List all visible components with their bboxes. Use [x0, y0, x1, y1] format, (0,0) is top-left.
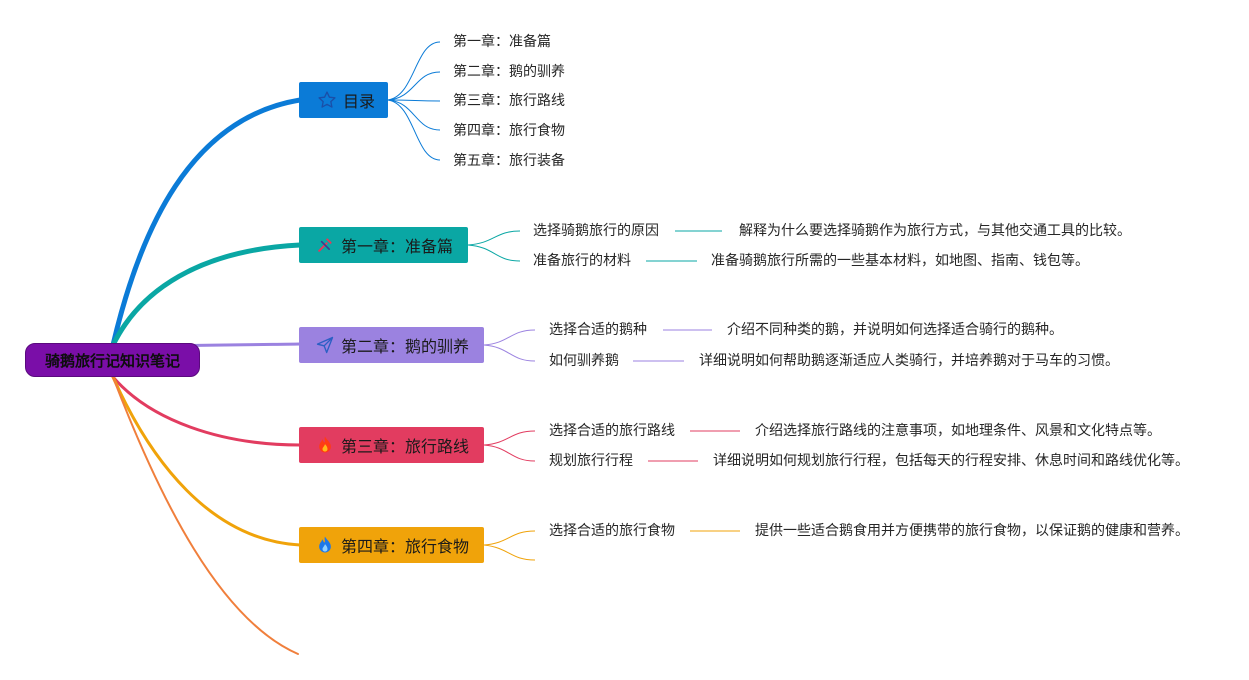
toc-label: 目录 [343, 92, 376, 111]
chapter-3-detail-1[interactable]: 介绍选择旅行路线的注意事项，如地理条件、风景和文化特点等。 [755, 423, 1161, 439]
connector-root-ch4 [111, 375, 302, 547]
ch4-connectors [483, 530, 740, 561]
toc-fan [387, 41, 441, 161]
chapter-1-label: 第一章：准备篇 [341, 237, 454, 256]
fire-icon [315, 435, 335, 455]
chapter-1-node[interactable]: 第一章：准备篇 [299, 227, 468, 263]
toc-node[interactable]: 目录 [299, 82, 388, 118]
ch2-connectors [483, 329, 712, 362]
chapter-2-detail-2[interactable]: 详细说明如何帮助鹅逐渐适应人类骑行，并培养鹅对于马车的习惯。 [699, 353, 1119, 369]
toc-item[interactable]: 第四章：旅行食物 [453, 123, 565, 139]
chapter-3-sub-1[interactable]: 选择合适的旅行路线 [549, 423, 675, 439]
connector-root-extra [112, 376, 299, 655]
toc-item[interactable]: 第五章：旅行装备 [453, 153, 565, 169]
chapter-3-detail-2[interactable]: 详细说明如何规划旅行行程，包括每天的行程安排、休息时间和路线优化等。 [713, 453, 1189, 469]
chapter-2-sub-1[interactable]: 选择合适的鹅种 [549, 322, 647, 338]
toc-item[interactable]: 第一章：准备篇 [453, 34, 551, 50]
chapter-2-node[interactable]: 第二章：鹅的驯养 [299, 327, 484, 363]
chapter-1-sub-2[interactable]: 准备旅行的材料 [533, 253, 631, 269]
chapter-2-detail-1[interactable]: 介绍不同种类的鹅，并说明如何选择适合骑行的鹅种。 [727, 322, 1063, 338]
chapter-4-sub-1[interactable]: 选择合适的旅行食物 [549, 523, 675, 539]
ch1-connectors [467, 230, 722, 262]
toc-item[interactable]: 第三章：旅行路线 [453, 93, 565, 109]
chapter-3-label: 第三章：旅行路线 [341, 437, 470, 456]
paper-plane-icon [315, 335, 335, 355]
connector-root-toc [110, 97, 303, 348]
star-icon [317, 90, 337, 110]
chapter-1-sub-1[interactable]: 选择骑鹅旅行的原因 [533, 223, 659, 239]
chapter-4-detail-1[interactable]: 提供一些适合鹅食用并方便携带的旅行食物，以保证鹅的健康和营养。 [755, 523, 1189, 539]
chapter-3-sub-2[interactable]: 规划旅行行程 [549, 453, 633, 469]
chapter-2-sub-2[interactable]: 如何驯养鹅 [549, 353, 619, 369]
chapter-4-node[interactable]: 第四章：旅行食物 [299, 527, 484, 563]
chapter-2-label: 第二章：鹅的驯养 [341, 337, 470, 356]
chapter-1-detail-1[interactable]: 解释为什么要选择骑鹅作为旅行方式，与其他交通工具的比较。 [739, 223, 1131, 239]
connector-root-ch1 [110, 242, 303, 348]
tools-icon [315, 235, 335, 255]
root-node[interactable]: 骑鹅旅行记知识笔记 [25, 343, 200, 377]
chapter-4-label: 第四章：旅行食物 [341, 537, 470, 556]
ch3-connectors [483, 430, 740, 462]
chapter-3-node[interactable]: 第三章：旅行路线 [299, 427, 484, 463]
connector-root-ch3 [111, 375, 302, 447]
chapter-1-detail-2[interactable]: 准备骑鹅旅行所需的一些基本材料，如地图、指南、钱包等。 [711, 253, 1089, 269]
flame-icon [315, 535, 335, 555]
toc-item[interactable]: 第二章：鹅的驯养 [453, 64, 565, 80]
